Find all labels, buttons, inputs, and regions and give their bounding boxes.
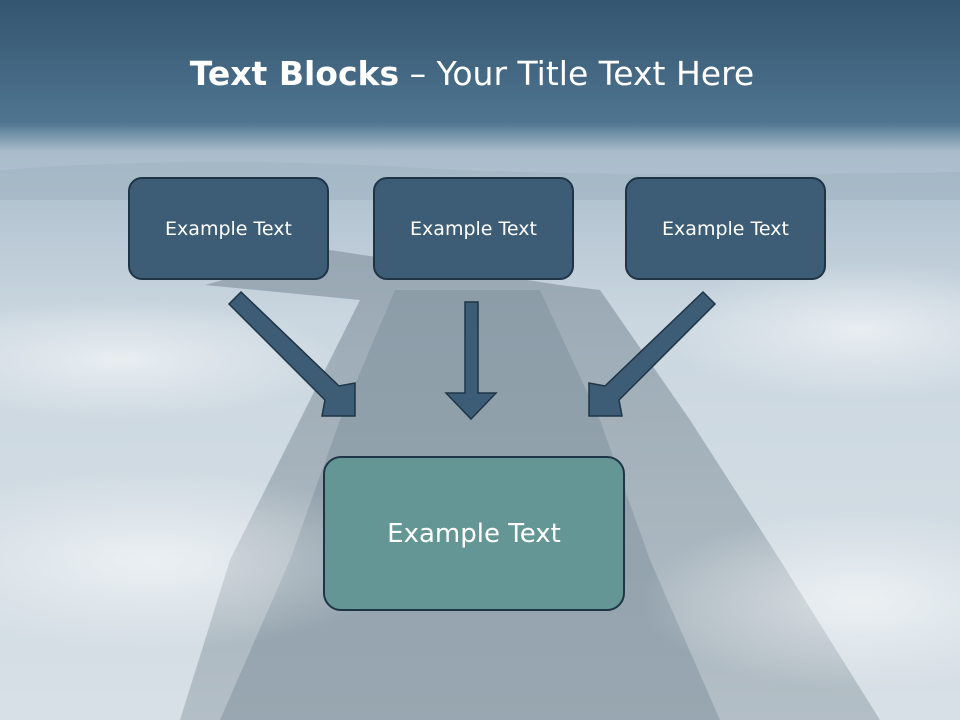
slide-title: Text Blocks – Your Title Text Here (0, 52, 944, 96)
arrow-center-icon (444, 301, 498, 421)
text-block-center: Example Text (323, 456, 625, 611)
slide-title-rest: – Your Title Text Here (399, 54, 755, 93)
text-block-top-left: Example Text (128, 177, 329, 280)
text-block-top-right: Example Text (625, 177, 826, 280)
arrow-right-icon (588, 290, 717, 417)
arrow-left-icon (227, 290, 356, 417)
text-block-top-center: Example Text (373, 177, 574, 280)
slide-title-bold: Text Blocks (189, 54, 400, 93)
